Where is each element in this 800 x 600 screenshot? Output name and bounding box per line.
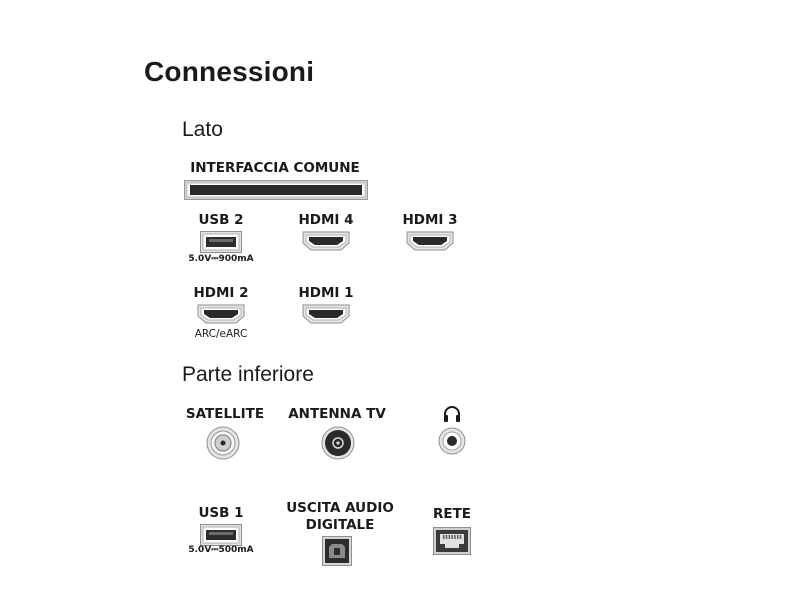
hdmi-port-icon (302, 304, 350, 324)
usb-port-icon (200, 524, 242, 546)
section-heading-side: Lato (182, 118, 223, 141)
antenna-connector-icon (321, 426, 355, 460)
headphones-icon (442, 405, 462, 423)
digital-audio-label-line2: DIGITALE (305, 517, 375, 533)
hdmi2-spec: ARC/eARC (194, 328, 248, 340)
ci-slot-icon (184, 180, 368, 200)
antenna-label: ANTENNA TV (288, 406, 386, 422)
usb-port-icon (200, 231, 242, 253)
satellite-connector-icon (206, 426, 240, 460)
usb2-spec: 5.0V⎓900mA (188, 254, 254, 264)
hdmi-port-icon (302, 231, 350, 251)
digital-audio-label-line1: USCITA AUDIO (286, 500, 394, 516)
usb2-label: USB 2 (198, 212, 244, 228)
hdmi-port-icon (406, 231, 454, 251)
section-heading-bottom: Parte inferiore (182, 363, 314, 386)
hdmi1-label: HDMI 1 (298, 285, 354, 301)
digital-audio-label: USCITA AUDIO DIGITALE (278, 500, 402, 534)
optical-port-icon (322, 536, 352, 566)
hdmi4-label: HDMI 4 (298, 212, 354, 228)
hdmi-port-icon (197, 304, 245, 324)
headphone-jack-icon (438, 427, 466, 455)
ethernet-port-icon (433, 527, 471, 555)
page-title: Connessioni (144, 56, 315, 87)
satellite-label: SATELLITE (185, 406, 265, 422)
ci-label: INTERFACCIA COMUNE (190, 160, 360, 176)
network-label: RETE (432, 506, 472, 522)
hdmi3-label: HDMI 3 (402, 212, 458, 228)
hdmi2-label: HDMI 2 (193, 285, 249, 301)
usb1-spec: 5.0V⎓500mA (188, 545, 254, 555)
usb1-label: USB 1 (198, 505, 244, 521)
